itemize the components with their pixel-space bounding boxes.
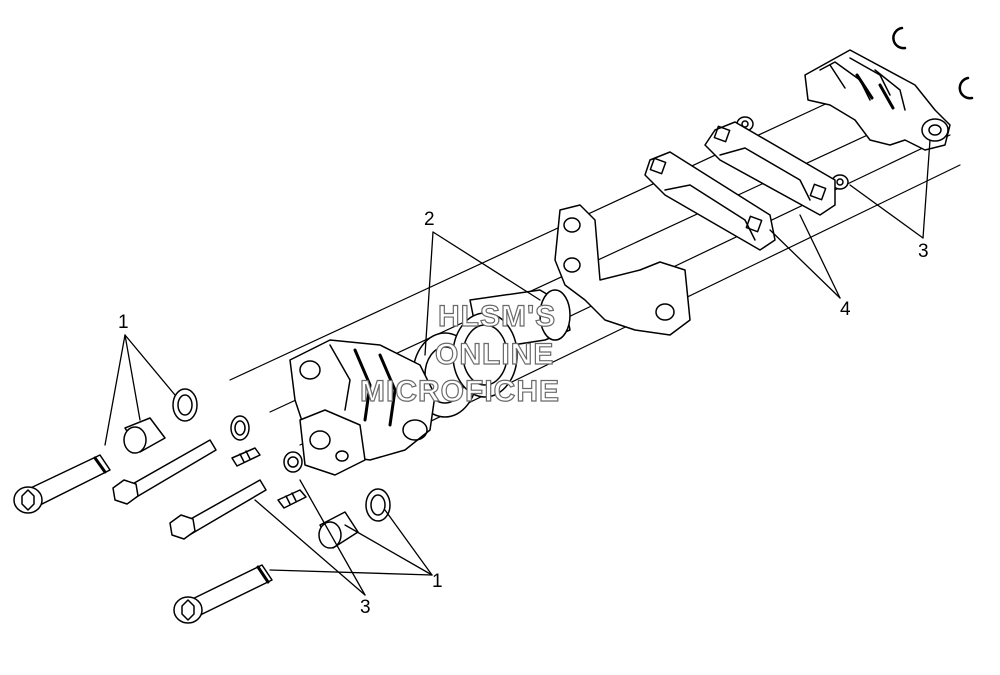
spacer-sleeve-lower — [318, 511, 359, 549]
spacer-sleeve-upper — [123, 417, 166, 454]
hex-bolt-upper — [112, 439, 217, 505]
bleed-screw-upper — [231, 447, 261, 467]
socket-cap-bolt-upper — [13, 454, 111, 514]
leader-lines — [104, 139, 931, 596]
callout-4: 4 — [840, 299, 851, 320]
washer-upper — [172, 388, 198, 422]
washer-mid — [230, 415, 250, 441]
bleed-screw-lower — [277, 489, 307, 509]
callout-2: 2 — [424, 209, 435, 230]
brake-pad-outer — [704, 121, 836, 216]
outer-caliper-half — [804, 49, 951, 151]
brake-pad-inner — [644, 151, 776, 251]
washer-lower — [365, 488, 391, 522]
callout-3-right: 3 — [918, 241, 929, 262]
retaining-clip-lower — [958, 76, 974, 100]
callout-1-lower: 1 — [432, 571, 443, 592]
hex-bolt-lower — [169, 479, 267, 540]
washer-small — [283, 451, 303, 473]
watermark-line-1: HLSM'S — [437, 300, 557, 333]
inner-caliper-half — [289, 339, 436, 476]
caliper-mounting-bracket — [554, 204, 691, 336]
watermark-line-2: ONLINE — [434, 338, 555, 371]
callout-1-upper: 1 — [118, 312, 129, 333]
socket-cap-bolt-lower — [173, 564, 273, 624]
retaining-clip-upper — [892, 26, 907, 50]
callout-3-lower: 3 — [360, 597, 371, 618]
watermark-line-3: MICROFICHE — [359, 375, 560, 408]
